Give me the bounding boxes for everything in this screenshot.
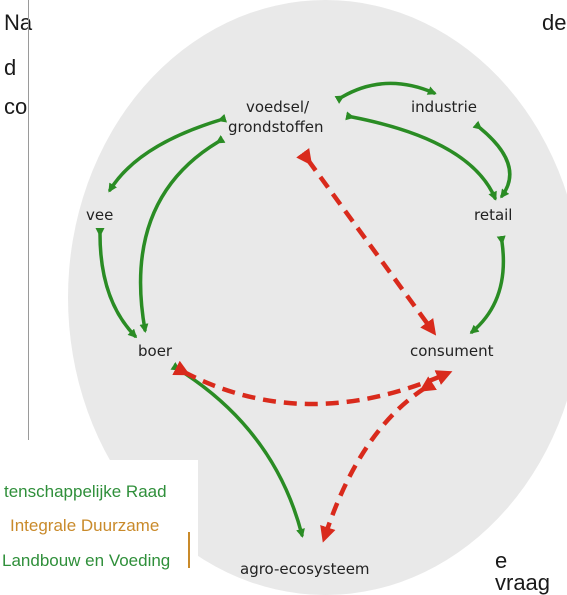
arrow-vee-boer [95, 227, 138, 339]
arrow-grondstoffen-boer [138, 135, 226, 333]
doc-fragment-d: d [4, 55, 17, 80]
doc-fragment-co: co [4, 94, 28, 119]
doc-fragment-na: Na [4, 10, 33, 35]
logo-line-1: tenschappelijke Raad [4, 482, 167, 501]
node-agro-ecosysteem: agro-ecosysteem [240, 560, 370, 578]
arrow-voedsel-industrie [334, 81, 437, 104]
arrow-voedsel-consument [296, 148, 437, 336]
node-consument: consument [410, 342, 494, 360]
logo-line-3: Landbouw en Voeding [2, 551, 171, 570]
logo-line-2: Integrale Duurzame [10, 516, 160, 535]
arrow-industrie-retail [472, 120, 512, 199]
document-margin-line [28, 0, 29, 440]
arrow-voedsel-vee [108, 113, 228, 193]
doc-fragment-de: de [542, 10, 567, 35]
node-industrie: industrie [411, 98, 477, 116]
arrow-consument-agro [320, 376, 437, 543]
node-retail: retail [474, 206, 513, 224]
arrow-retail-consument [469, 235, 506, 334]
arrow-voedsel-retail [345, 111, 497, 201]
logo-bar [188, 532, 190, 568]
red-dashed-arrows [172, 148, 453, 543]
doc-fragment-vraag: e vraag [495, 548, 551, 595]
node-voedsel: voedsel/ [246, 98, 310, 116]
node-boer: boer [138, 342, 173, 360]
node-vee: vee [86, 206, 114, 224]
logo-raad: tenschappelijke Raad Integrale Duurzame … [0, 460, 198, 595]
node-grondstoffen: grondstoffen [228, 118, 324, 136]
